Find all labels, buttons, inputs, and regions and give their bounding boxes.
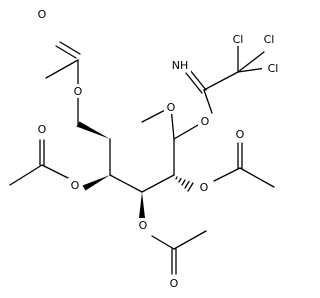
wedge-c5-c6 [76,121,110,139]
svg-text:NH: NH [172,59,189,72]
bonds [9,41,275,275]
svg-text:Cl: Cl [264,33,275,46]
bond-imidate-carbon-ccl3 [203,71,239,91]
svg-text:O: O [200,181,209,194]
anomeric-oxygen-atom: O [198,114,212,128]
bond-c3-ester-oxygen-carbonyl [151,235,175,250]
svg-text:O: O [201,115,210,128]
bond-ccl3-chlorine-3 [237,67,267,73]
chlorine-atom-2: Cl [258,32,280,46]
svg-text:O: O [170,277,179,290]
bond-c3-c4 [109,174,143,193]
c6-ester-oxygen-atom: O [71,84,85,98]
svg-text:O: O [38,8,47,21]
wedge-c3-oxygen [139,192,145,218]
c3-carbonyl-oxygen-atom: O [167,276,181,290]
wedge-c4-oxygen [82,175,110,191]
c2-carbonyl-oxygen-atom: O [233,127,247,141]
svg-text:O: O [74,85,83,98]
c6-carbonyl-oxygen-atom: O [35,7,49,21]
bond-ccl3-chlorine-2 [237,51,265,73]
imine-atom: NH [169,58,191,72]
c3-ester-oxygen-atom: O [136,218,150,232]
svg-text:Cl: Cl [268,62,279,75]
svg-text:O: O [167,101,176,114]
bond-c6-carbonyl-methyl [45,59,79,79]
svg-text:O: O [38,123,47,136]
svg-text:Cl: Cl [233,33,244,46]
ring-oxygen-atom: O [164,100,178,114]
atom-labels: O O NH Cl Cl Cl O O [35,7,284,290]
bond-c2-ester-oxygen-carbonyl [213,167,241,182]
bond-imidate-carbon-imine-b [185,72,203,94]
hashed-bond-c2-oxygen [175,176,194,192]
bond-c2-carbonyl-methyl [239,167,275,188]
bond-c6-carbonyl-double-a [55,45,77,59]
c2-ester-oxygen-atom: O [197,180,211,194]
bond-c6-carbonyl-double-b [59,41,81,55]
bond-c2-c3 [141,174,175,193]
svg-text:O: O [139,219,148,232]
bond-anomeric-oxygen-imidate-carbon [203,89,213,114]
c4-ester-oxygen-atom: O [68,178,82,192]
bond-c1-anomeric-oxygen [173,124,199,140]
svg-text:O: O [71,179,80,192]
bond-c4-carbonyl-methyl [9,164,43,186]
c4-carbonyl-oxygen-atom: O [35,122,49,136]
chlorine-atom-3: Cl [262,61,284,75]
bond-c3-carbonyl-methyl [173,230,207,250]
bond-imidate-carbon-imine-a [189,69,207,91]
svg-text:O: O [236,128,245,141]
molecule-structure-diagram: O O NH Cl Cl Cl O O [9,7,284,290]
chlorine-atom-1: Cl [228,32,248,46]
